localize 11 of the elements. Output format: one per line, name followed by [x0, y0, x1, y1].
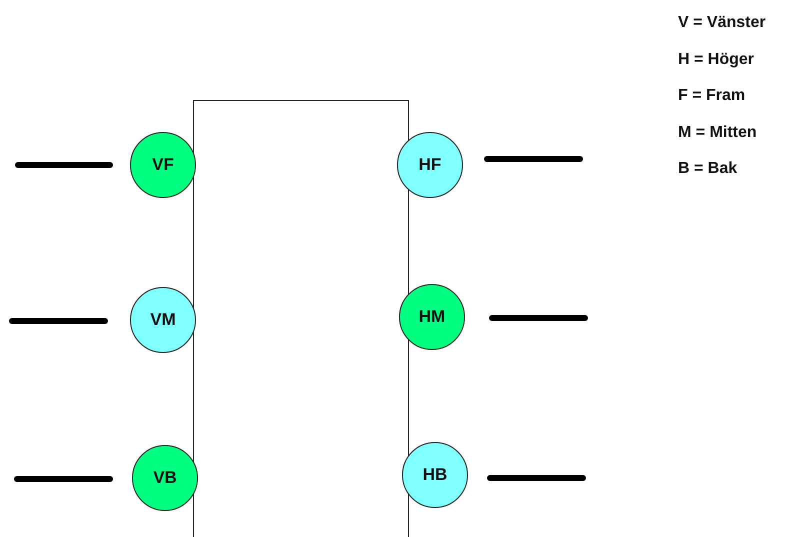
- legend-text: H = Höger: [678, 50, 754, 68]
- wheel-label: VF: [152, 155, 174, 175]
- wheel-label: HM: [418, 307, 446, 327]
- legend-text: F = Fram: [678, 87, 746, 105]
- wheel-label: VM: [150, 310, 176, 330]
- wheel-label: HF: [418, 155, 442, 175]
- wheel-label: HB: [422, 465, 448, 485]
- legend-text: M = Mitten: [678, 124, 757, 142]
- legend-text: B = Bak: [678, 160, 738, 178]
- legend-text: V = Vänster: [678, 14, 766, 32]
- wheel-label: VB: [153, 468, 177, 488]
